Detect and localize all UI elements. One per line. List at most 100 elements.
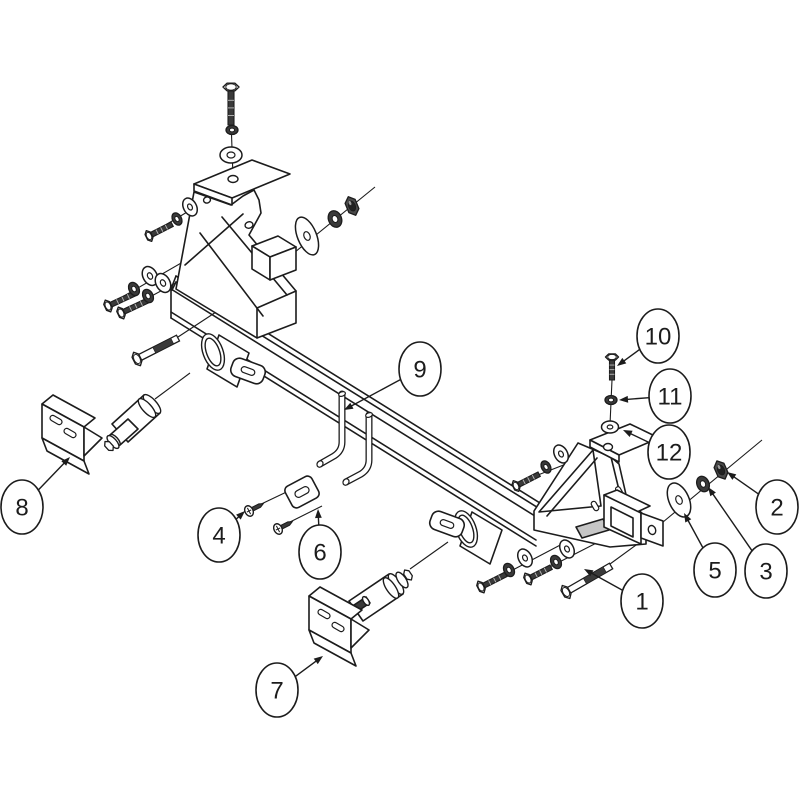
callout-2: 2 [727,472,799,535]
left-long-bolt-head-facet [133,353,141,365]
right-lower-bolt-b-head [523,572,533,586]
left-mount-bracket [175,159,297,339]
spacer-7-bolt-head [403,569,413,581]
callout-balloon [197,507,241,563]
right-bracket-gusset-inner [546,457,598,517]
left-bracket-hole-rear [244,221,254,229]
left-upper-bolt [144,221,175,243]
right-chain-tab-slot [439,519,455,529]
spacer-7-collar [382,577,400,599]
bracket-7-side-gusset [350,618,370,649]
callout-4: 4 [197,507,245,563]
leader-line [686,517,704,549]
right-flange-hole [602,442,614,452]
leader-arrowhead [619,395,629,403]
left-bracket-gusset-b [199,232,264,317]
lock-washer-3-hole [699,480,707,488]
left-bracket-lower-edge [256,290,297,339]
leader-line [348,378,401,408]
bracket-7-slot-a [317,608,331,620]
left-bracket-plate [175,189,297,339]
callout-balloon [744,543,788,599]
right-lower-bolt-b-thread-line [543,567,547,573]
left-hex-nut [344,196,360,216]
right-lower-lock-washer-b-hole [553,558,559,566]
spacer-8-bolt-head [104,440,114,452]
right-lower-flat-washer-b [558,539,576,559]
fender-washer-5 [666,482,692,518]
left-upper-bolt-thread-line [164,224,168,230]
right-lower-flat-washer-b-hole [563,545,571,553]
left-upper-bolt-head-facet [145,231,153,241]
flat-washer-12 [600,420,620,434]
clamp-plate-slot [294,486,310,498]
left-long-bolt-threads [152,337,175,354]
leader-arrowhead [313,656,323,665]
right-lower-bolt-a-thread-line [488,580,492,585]
callout-number: 3 [759,559,772,586]
bent-rod-a [316,390,346,468]
right-upper-lock-washer [540,460,552,474]
right-upper-flat-washer-hole [557,450,565,458]
callout-balloon [755,479,799,535]
callout-balloon [647,424,691,480]
callout-balloon [693,542,737,598]
left-bracket-hole-upper [202,196,212,204]
hanger-tubes [200,333,503,565]
leader-line [588,571,624,591]
callout-10: 10 [617,308,680,366]
leader-arrowhead [61,457,70,466]
bent-rods [316,390,373,486]
receiver-flange-hole [647,524,657,536]
right-upper-lock-washer-hole [543,463,549,471]
leader-arrowhead [617,357,627,366]
top-flat-washer [219,146,243,164]
left-lower-bolt-a-head-facet [104,301,112,311]
left-flange-lip [193,183,233,206]
bracket-8-side-gusset [83,426,103,457]
right-lower-bolt-a-head [476,580,486,594]
hex-bolt-1-head [560,584,572,600]
top-hex-bolt [222,82,240,126]
left-upper-bolt-head [144,229,154,243]
left-chain-tab-slot [240,366,256,376]
beam-front-top-edge [170,288,552,527]
left-long-bolt-head [131,351,143,367]
callout-number: 4 [212,523,225,550]
flat-washer-12-hole [606,424,614,430]
hex-nut-2 [713,460,729,480]
left-lower-bolt-b-thread-line [134,303,138,309]
leader-line [731,474,759,495]
leader-line [628,431,650,444]
left-lower-bolt-a-thread-line [116,299,119,305]
callout-7: 7 [255,656,323,718]
right-upper-bolt-head [511,480,521,492]
left-lower-flat-washer-b-hole [159,279,167,287]
callout-number: 10 [645,324,672,351]
spacer-7-tip-collar [361,595,371,607]
right-lower-bolt-b-head-facet [524,574,532,584]
leader-arrowhead [708,487,716,497]
callout-balloon [255,662,299,718]
left-lower-bolt-a-head [103,299,113,313]
callout-9: 9 [344,341,442,410]
left-lower-lock-washer-b [141,288,155,304]
fender-washer-5-hole [675,495,683,505]
left-tube-stub-side [269,246,297,281]
left-lower-bolt-a-thread-line [121,296,125,302]
callout-number: 9 [413,357,426,384]
left-upper-flat-washer-hole [186,203,194,211]
callout-number: 12 [656,440,683,467]
bracket-7-bottom-flap [308,629,357,667]
right-lower-lock-washer-b [549,554,563,570]
right-lower-bolt-a [476,571,508,594]
lock-washer-11-hole [607,397,615,403]
fasteners [103,82,729,600]
top-hex-bolt-head-facet [225,83,237,91]
hex-nut-2-glint [717,464,721,470]
leader-arrowhead [727,472,737,480]
right-upper-bolt-thread-line [522,479,526,485]
right-lower-lock-washer-a-hole [506,566,512,574]
bent-rod-b [342,411,373,486]
